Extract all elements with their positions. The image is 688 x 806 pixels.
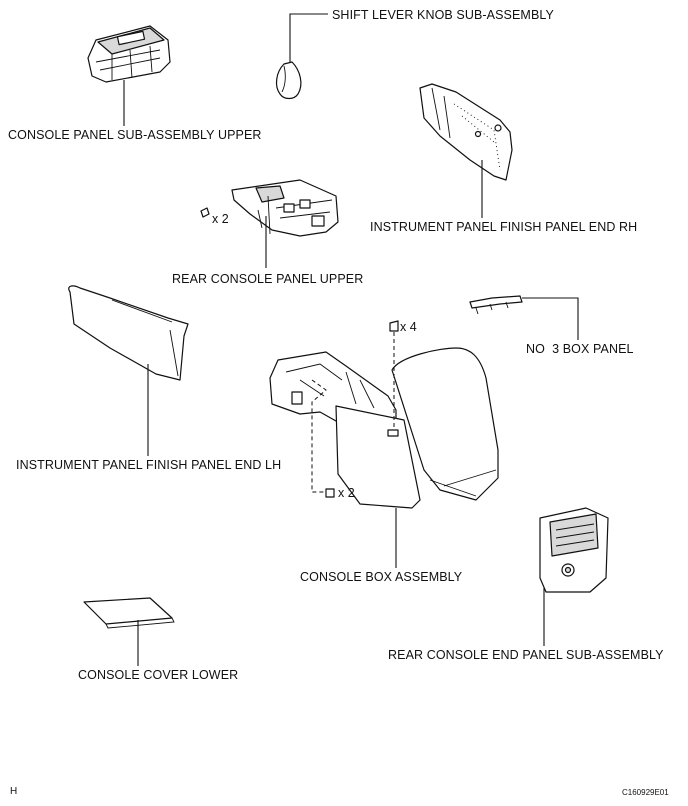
label-console-panel-upper: CONSOLE PANEL SUB-ASSEMBLY UPPER [8, 128, 262, 142]
screw-icon [200, 207, 210, 218]
label-console-box: CONSOLE BOX ASSEMBLY [300, 570, 463, 584]
bolt-icon [325, 488, 335, 498]
no3-box-panel-drawing [469, 295, 523, 315]
console-panel-upper-drawing [87, 25, 171, 83]
label-qty-console-box-top-screws: x 4 [400, 320, 417, 334]
rear-console-end-panel-drawing [539, 507, 609, 593]
screw-icon [389, 320, 399, 332]
inst-panel-rh-drawing [419, 83, 513, 181]
label-inst-panel-lh: INSTRUMENT PANEL FINISH PANEL END LH [16, 458, 282, 472]
leader-shift-knob [289, 13, 328, 62]
label-shift-lever-knob: SHIFT LEVER KNOB SUB-ASSEMBLY [332, 8, 554, 22]
label-qty-rear-console-screws: x 2 [212, 212, 229, 226]
dashed-leader-x2 [311, 379, 327, 493]
inst-panel-lh-drawing [68, 285, 189, 381]
rear-console-panel-upper-drawing [231, 179, 339, 237]
label-rear-console-end-panel: REAR CONSOLE END PANEL SUB-ASSEMBLY [388, 648, 664, 662]
label-rear-console-panel-upper: REAR CONSOLE PANEL UPPER [172, 272, 364, 286]
corner-code-right: C160929E01 [622, 788, 669, 797]
console-box-drawing [269, 347, 499, 509]
label-qty-console-box-side-screws: x 2 [338, 486, 355, 500]
label-inst-panel-rh: INSTRUMENT PANEL FINISH PANEL END RH [370, 220, 638, 234]
corner-code-left: H [10, 786, 18, 797]
label-no3-box-panel: NO 3 BOX PANEL [526, 342, 634, 356]
shift-knob-drawing [275, 61, 302, 100]
leader-no3-box-panel [522, 297, 579, 340]
label-console-cover-lower: CONSOLE COVER LOWER [78, 668, 239, 682]
console-cover-lower-drawing [83, 597, 175, 629]
